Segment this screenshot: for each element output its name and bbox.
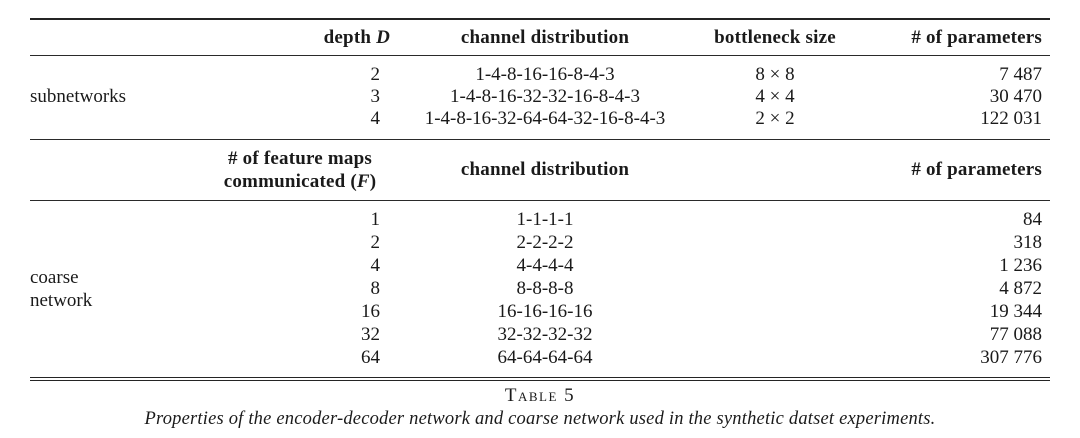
feature-maps-value: 16: [361, 301, 380, 322]
empty-header-cell: [30, 26, 210, 50]
depth-label: depth: [323, 27, 372, 48]
parameters-value: 77 088: [989, 324, 1042, 345]
depth-value: 3: [370, 86, 381, 107]
header-rule: [30, 55, 1050, 56]
depth-variable: D: [376, 27, 390, 48]
parameters-value: 4 872: [999, 278, 1042, 299]
col-header-depth: depth D: [210, 26, 390, 50]
feature-maps-value: 2: [370, 232, 381, 253]
parameters-value: 19 344: [989, 301, 1042, 322]
top-rule: [30, 18, 1050, 20]
bottleneck-size-value: 4 × 4: [755, 86, 795, 107]
depth-value: 2: [370, 64, 381, 85]
table-caption-text: Properties of the encoder-decoder networ…: [144, 408, 936, 429]
parameters-value: 7 487: [999, 64, 1042, 85]
channel-distribution-value: 1-4-8-16-16-8-4-3: [475, 64, 615, 85]
feature-variable: F: [356, 171, 370, 192]
channel-distribution-value: 64-64-64-64: [497, 347, 593, 368]
feature-maps-value: 8: [370, 278, 381, 299]
row-group-label-subnetworks: subnetworks: [30, 86, 127, 107]
channel-distribution-value: 8-8-8-8: [516, 278, 574, 299]
subnetworks-header-row: depth D channel distribution bottleneck …: [30, 20, 1050, 55]
feature-maps-line2: communicated (F): [223, 171, 377, 192]
channel-distribution-value: 2-2-2-2: [516, 232, 574, 253]
bottom-rule: [30, 377, 1050, 381]
table-caption-label: Table 5: [504, 384, 576, 406]
coarse-network-header-row: # of feature maps communicated (F) chann…: [30, 140, 1050, 200]
feature-maps-value: 4: [370, 255, 381, 276]
channel-distribution-value: 4-4-4-4: [516, 255, 574, 276]
coarse-network-section: coarse network 1 1-1-1-1 84 2 2-2-2-2 31…: [30, 201, 1050, 377]
feature-maps-value: 64: [361, 347, 380, 368]
feature-maps-value: 32: [361, 324, 380, 345]
feature-maps-line1: # of feature maps: [228, 148, 372, 169]
channel-distribution-value: 32-32-32-32: [497, 324, 593, 345]
feature-maps-value: 1: [370, 209, 381, 230]
bottleneck-size-value: 8 × 8: [755, 64, 795, 85]
parameters-value: 122 031: [980, 108, 1042, 129]
col-header-channel-distribution: channel distribution: [460, 159, 630, 180]
parameters-value: 318: [1013, 232, 1043, 253]
col-header-parameters: # of parameters: [911, 159, 1042, 180]
col-header-bottleneck-size: bottleneck size: [714, 27, 836, 48]
depth-value: 4: [370, 108, 381, 129]
parameters-value: 1 236: [999, 255, 1042, 276]
subnetworks-section: subnetworks 2 1-4-8-16-16-8-4-3 8 × 8 7 …: [30, 56, 1050, 139]
section-divider-rule: [30, 139, 1050, 140]
bottleneck-size-value: 2 × 2: [755, 108, 795, 129]
channel-distribution-value: 1-1-1-1: [516, 209, 574, 230]
col-header-channel-distribution: channel distribution: [460, 27, 630, 48]
channel-distribution-value: 1-4-8-16-32-64-64-32-16-8-4-3: [424, 108, 666, 129]
header-rule-2: [30, 200, 1050, 201]
parameters-value: 307 776: [980, 347, 1042, 368]
parameters-value: 84: [1023, 209, 1042, 230]
channel-distribution-value: 16-16-16-16: [497, 301, 593, 322]
col-header-feature-maps: # of feature maps communicated (F): [210, 147, 390, 193]
col-header-parameters: # of parameters: [911, 27, 1042, 48]
empty-header-cell: [30, 147, 210, 193]
parameters-value: 30 470: [989, 86, 1042, 107]
properties-table: depth D channel distribution bottleneck …: [30, 18, 1050, 381]
channel-distribution-value: 1-4-8-16-32-32-16-8-4-3: [450, 86, 640, 107]
row-group-label-coarse-network: coarse network: [30, 266, 93, 311]
